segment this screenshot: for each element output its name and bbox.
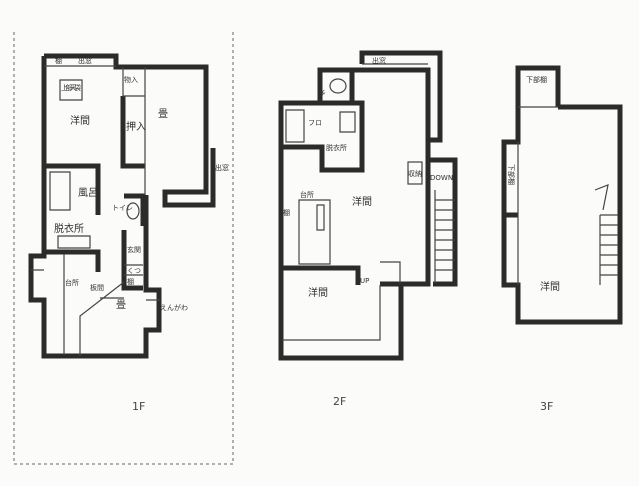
floor-1-frame [13, 32, 234, 465]
wall-1f-outline [28, 56, 162, 359]
floor-2-label: 2F [333, 395, 346, 408]
lines-1f-interior [31, 254, 160, 356]
svg-text:出窓: 出窓 [78, 56, 92, 65]
toilet-1f-icon [126, 202, 140, 220]
floor-2-plan: 出窓 トイレ フロ 脱衣所 収納 DOWN 台所 棚 洋間 洋間 UP 2F [278, 50, 458, 408]
svg-text:棚: 棚 [127, 277, 134, 286]
wall-1f-entrance [121, 230, 143, 291]
svg-text:UP: UP [360, 277, 369, 285]
fixtures-2f [282, 63, 428, 341]
storage-box-2f [407, 161, 423, 185]
svg-text:上部天袋: 上部天袋 [61, 83, 81, 92]
svg-text:トイレ: トイレ [112, 204, 133, 212]
svg-text:風呂: 風呂 [78, 187, 98, 199]
svg-text:脱衣所: 脱衣所 [326, 143, 347, 152]
svg-text:台所: 台所 [65, 278, 79, 287]
svg-text:出窓: 出窓 [372, 56, 386, 65]
svg-text:出窓: 出窓 [215, 163, 229, 172]
svg-text:洋間: 洋間 [352, 195, 372, 208]
svg-text:下部棚: 下部棚 [526, 75, 547, 84]
svg-text:下部棚: 下部棚 [507, 164, 516, 185]
floor-1-label: 1F [132, 400, 145, 413]
svg-text:DOWN: DOWN [430, 174, 453, 182]
svg-text:洋間: 洋間 [70, 114, 90, 127]
line-1f-storage [44, 65, 146, 195]
svg-text:えんがわ: えんがわ [160, 303, 188, 312]
wall-1f-top-right [44, 53, 216, 208]
svg-text:棚: 棚 [283, 208, 290, 217]
stairs-2f [380, 190, 455, 284]
stairs-3f [517, 106, 618, 285]
svg-text:トイレ: トイレ [318, 89, 326, 97]
svg-text:フロ: フロ [308, 119, 322, 127]
svg-text:洋間: 洋間 [308, 286, 328, 299]
svg-text:くつ: くつ [127, 267, 141, 275]
wall-2f-toilet [317, 70, 355, 103]
wall-2f-bath [282, 100, 365, 173]
svg-text:脱衣所: 脱衣所 [54, 222, 84, 235]
wall-2f-stair [380, 140, 458, 287]
wall-1f-closet [120, 96, 145, 169]
wall-1f-bath [45, 163, 101, 215]
wall-1f-toilet [124, 193, 146, 226]
svg-text:押入: 押入 [126, 120, 146, 133]
floor-1-plan: 棚 出窓 上部天袋 洋間 物入 押入 畳 出窓 風呂 脱衣所 トイレ 玄関 くつ… [28, 53, 229, 413]
svg-text:台所: 台所 [300, 190, 314, 199]
wall-2f-outline [278, 50, 443, 361]
wall-3f-outline [501, 65, 623, 325]
svg-text:洋間: 洋間 [540, 280, 560, 293]
floor-3-label: 3F [540, 400, 553, 413]
svg-text:物入: 物入 [124, 75, 138, 84]
svg-text:板間: 板間 [90, 283, 104, 292]
wall-1f-dressing [45, 249, 101, 272]
svg-text:玄関: 玄関 [127, 245, 141, 254]
fixtures-1f [49, 79, 91, 249]
svg-text:収納: 収納 [408, 169, 422, 178]
wall-2f-divider [281, 265, 361, 285]
svg-text:棚: 棚 [55, 56, 62, 65]
toilet-2f-icon [329, 78, 347, 94]
svg-text:畳: 畳 [158, 108, 168, 120]
floor-3-plan: 下部棚 下部棚 洋間 3F [501, 65, 623, 413]
svg-text:畳: 畳 [116, 299, 126, 311]
